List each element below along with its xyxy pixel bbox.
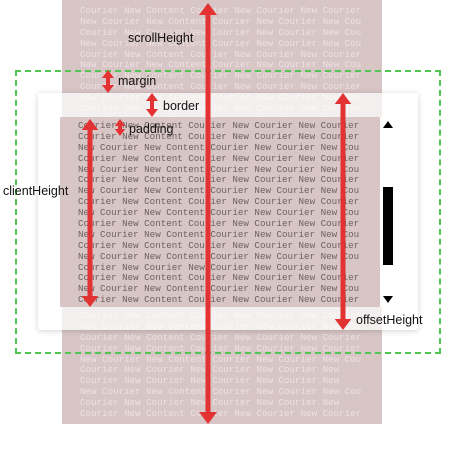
text-line: Courier New Courier New Courier New Cour… (78, 261, 338, 273)
scroll-height-arrow-head (199, 3, 217, 15)
padding-label: padding (129, 122, 174, 136)
offset-height-label: offsetHeight (356, 313, 423, 327)
text-line: New Courier New Content Courier New Cour… (80, 37, 362, 49)
offset-height-arrow-head (334, 319, 352, 330)
scroll-height-label: scrollHeight (128, 31, 194, 45)
text-line: New Courier New Content Courier New Cour… (80, 15, 362, 27)
text-line: Courier New Courier New Courier New Cour… (80, 375, 340, 387)
text-line: Courier New Courier New Courier New Cour… (80, 364, 340, 376)
padding-arrow-head (114, 119, 126, 126)
text-line: New Courier New Content Courier New Cour… (78, 163, 360, 175)
text-line: New Courier New Content Courier New Cour… (80, 386, 362, 398)
margin-label: margin (118, 74, 157, 88)
margin-area-outline (15, 70, 441, 354)
text-line: New Courier New Content Courier New Cour… (78, 141, 360, 153)
client-height-label: clientHeight (3, 184, 69, 198)
text-line: Courier New Courier New Courier New Cour… (80, 26, 362, 38)
scroll-down-arrow-icon[interactable] (383, 296, 393, 303)
border-label: border (163, 99, 200, 113)
text-line: New Courier New Content Courier New Cour… (78, 283, 360, 295)
vertical-scrollbar[interactable] (380, 117, 396, 307)
offset-height-arrow-head (334, 93, 352, 104)
client-height-arrow-head (81, 296, 99, 307)
text-line: New Courier New Content Courier New Cour… (80, 59, 362, 71)
text-line: New Courier New Content Courier New Cour… (78, 250, 360, 262)
scroll-height-arrow-head (199, 412, 217, 424)
text-line: New Courier New Content Courier New Cour… (78, 228, 360, 240)
text-line: New Courier New Content Courier New Cour… (78, 207, 360, 219)
text-line: New Courier New Content Courier New Cour… (80, 353, 362, 365)
scroll-up-arrow-icon[interactable] (383, 121, 393, 128)
border-arrow-head (146, 93, 158, 101)
scrollbar-thumb[interactable] (383, 187, 393, 265)
text-line: Courier New Courier New Courier New Cour… (80, 397, 340, 409)
text-line: New Courier New Content Courier New Cour… (78, 185, 360, 197)
border-arrow-head (146, 109, 158, 117)
padding-arrow-head (114, 129, 126, 136)
client-height-arrow-head (81, 119, 99, 130)
arrow-group (81, 3, 352, 424)
margin-arrow-head (102, 70, 114, 78)
margin-arrow-head (102, 85, 114, 93)
